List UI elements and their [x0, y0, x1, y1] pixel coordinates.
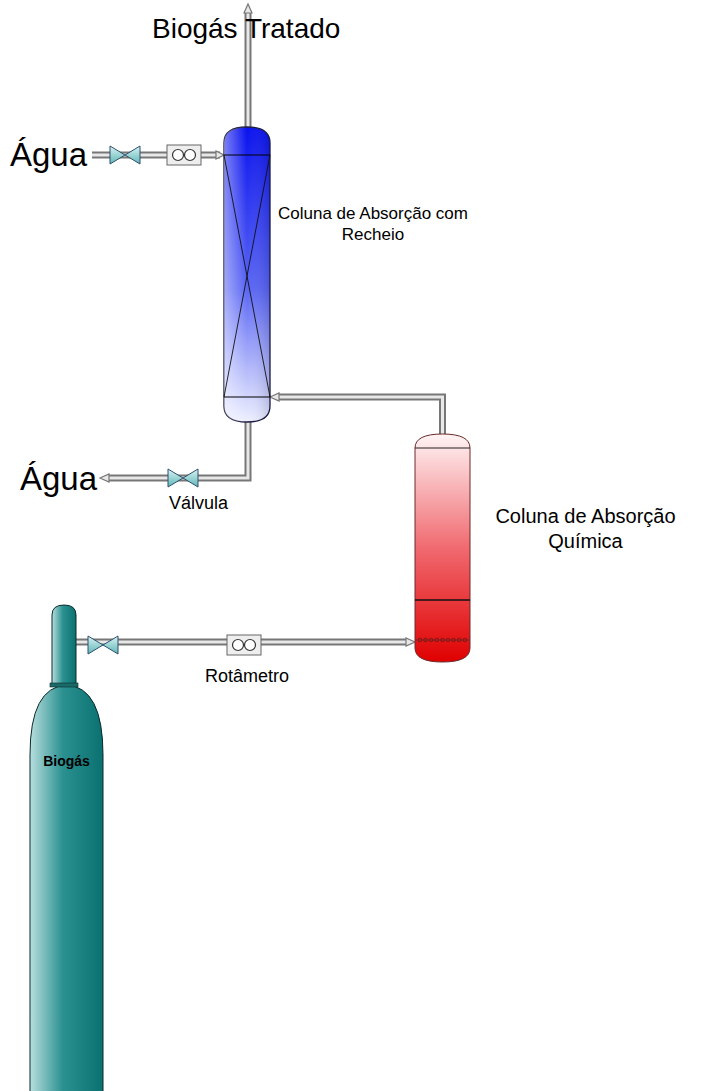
valve-symbol	[110, 146, 140, 164]
stream-label: Água	[20, 461, 97, 497]
stream-label: Biogás Tratado	[152, 14, 340, 45]
node-outline	[415, 432, 470, 662]
node-title: Biogás	[30, 753, 103, 771]
stream-label: Água	[10, 137, 87, 173]
rotameter-symbol	[227, 635, 261, 655]
chemical-absorption-column: Coluna de Absorção Química	[415, 432, 470, 662]
pipe-connector	[270, 393, 443, 434]
valve-label: Válvula	[169, 494, 228, 514]
rotameter-label: Rotâmetro	[205, 667, 289, 687]
rotameter-symbol	[167, 145, 201, 165]
node-outline	[224, 125, 270, 422]
node-title: Coluna de Absorção Química	[478, 504, 693, 554]
node-outline	[30, 605, 103, 1091]
biogas-cylinder: Biogás	[30, 605, 103, 1091]
node-title: Coluna de Absorção com Recheio	[278, 203, 468, 246]
valve-symbol	[88, 636, 118, 654]
packed-absorption-column: Coluna de Absorção com Recheio	[224, 125, 270, 422]
valve-symbol	[168, 469, 198, 487]
